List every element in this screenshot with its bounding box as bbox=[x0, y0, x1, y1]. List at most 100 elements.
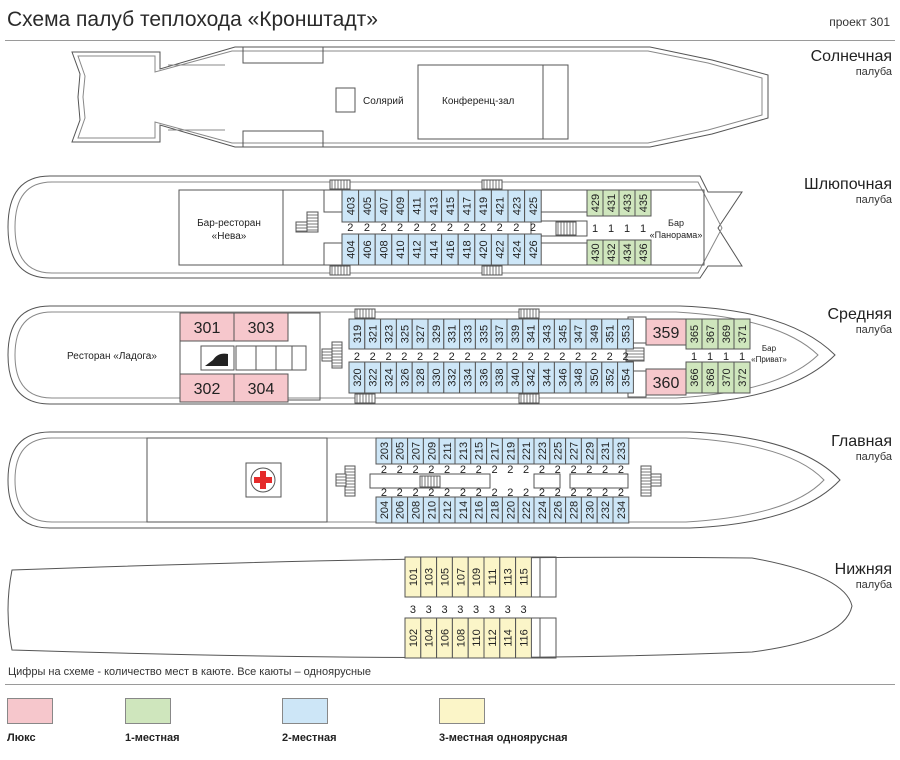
cabin-406[interactable]: 406 bbox=[358, 233, 376, 266]
cabin-372[interactable]: 372 bbox=[733, 361, 751, 394]
cabin-203[interactable]: 203 bbox=[375, 437, 393, 465]
cabin-419[interactable]: 419 bbox=[474, 189, 492, 223]
cabin-107[interactable]: 107 bbox=[451, 556, 469, 598]
cabin-410[interactable]: 410 bbox=[391, 233, 409, 266]
cabin-332[interactable]: 332 bbox=[443, 361, 461, 394]
cabin-411[interactable]: 411 bbox=[407, 189, 426, 223]
cabin-220[interactable]: 220 bbox=[501, 496, 519, 524]
cabin-407[interactable]: 407 bbox=[374, 189, 393, 223]
cabin-405[interactable]: 405 bbox=[358, 189, 376, 223]
cabin-226[interactable]: 226 bbox=[549, 496, 567, 524]
cabin-205[interactable]: 205 bbox=[391, 437, 409, 465]
cabin-325[interactable]: 325 bbox=[395, 318, 413, 350]
cabin-418[interactable]: 418 bbox=[457, 233, 476, 266]
cabin-360[interactable]: 360 bbox=[645, 368, 687, 396]
cabin-322[interactable]: 322 bbox=[364, 361, 382, 394]
cabin-367[interactable]: 367 bbox=[701, 318, 719, 350]
cabin-113[interactable]: 113 bbox=[499, 556, 517, 598]
cabin-434[interactable]: 434 bbox=[618, 239, 636, 266]
cabin-338[interactable]: 338 bbox=[490, 361, 508, 394]
cabin-421[interactable]: 421 bbox=[490, 189, 509, 223]
cabin-106[interactable]: 106 bbox=[436, 617, 453, 659]
cabin-337[interactable]: 337 bbox=[490, 318, 508, 350]
cabin-216[interactable]: 216 bbox=[470, 496, 488, 524]
cabin-350[interactable]: 350 bbox=[585, 361, 603, 394]
cabin-354[interactable]: 354 bbox=[617, 361, 634, 394]
cabin-343[interactable]: 343 bbox=[538, 318, 555, 350]
cabin-230[interactable]: 230 bbox=[580, 496, 598, 524]
cabin-302[interactable]: 302 bbox=[179, 373, 235, 403]
cabin-326[interactable]: 326 bbox=[395, 361, 413, 394]
cabin-224[interactable]: 224 bbox=[533, 496, 551, 524]
cabin-321[interactable]: 321 bbox=[364, 318, 382, 350]
cabin-219[interactable]: 219 bbox=[501, 437, 519, 465]
cabin-225[interactable]: 225 bbox=[549, 437, 567, 465]
cabin-231[interactable]: 231 bbox=[596, 437, 614, 465]
cabin-414[interactable]: 414 bbox=[424, 233, 443, 266]
cabin-114[interactable]: 114 bbox=[499, 617, 517, 659]
cabin-339[interactable]: 339 bbox=[506, 318, 524, 350]
cabin-228[interactable]: 228 bbox=[565, 496, 582, 524]
cabin-319[interactable]: 319 bbox=[348, 318, 366, 350]
cabin-204[interactable]: 204 bbox=[375, 496, 393, 524]
cabin-206[interactable]: 206 bbox=[391, 496, 409, 524]
cabin-435[interactable]: 435 bbox=[634, 189, 652, 217]
cabin-404[interactable]: 404 bbox=[341, 233, 360, 266]
cabin-342[interactable]: 342 bbox=[522, 361, 540, 394]
cabin-334[interactable]: 334 bbox=[459, 361, 476, 394]
cabin-105[interactable]: 105 bbox=[436, 556, 453, 598]
cabin-366[interactable]: 366 bbox=[685, 361, 703, 394]
cabin-349[interactable]: 349 bbox=[585, 318, 603, 350]
cabin-370[interactable]: 370 bbox=[717, 361, 735, 394]
cabin-430[interactable]: 430 bbox=[586, 239, 604, 266]
cabin-223[interactable]: 223 bbox=[533, 437, 551, 465]
cabin-423[interactable]: 423 bbox=[507, 189, 526, 223]
cabin-420[interactable]: 420 bbox=[474, 233, 492, 266]
cabin-115[interactable]: 115 bbox=[515, 556, 532, 598]
cabin-348[interactable]: 348 bbox=[569, 361, 587, 394]
cabin-211[interactable]: 211 bbox=[438, 437, 456, 465]
cabin-116[interactable]: 116 bbox=[515, 617, 532, 659]
cabin-335[interactable]: 335 bbox=[474, 318, 492, 350]
cabin-346[interactable]: 346 bbox=[553, 361, 571, 394]
cabin-104[interactable]: 104 bbox=[420, 617, 438, 659]
cabin-304[interactable]: 304 bbox=[233, 373, 289, 403]
cabin-408[interactable]: 408 bbox=[374, 233, 393, 266]
cabin-412[interactable]: 412 bbox=[407, 233, 426, 266]
cabin-232[interactable]: 232 bbox=[596, 496, 614, 524]
cabin-215[interactable]: 215 bbox=[470, 437, 488, 465]
cabin-359[interactable]: 359 bbox=[645, 318, 687, 346]
cabin-433[interactable]: 433 bbox=[618, 189, 636, 217]
cabin-368[interactable]: 368 bbox=[701, 361, 719, 394]
cabin-351[interactable]: 351 bbox=[601, 318, 619, 350]
cabin-336[interactable]: 336 bbox=[474, 361, 492, 394]
cabin-217[interactable]: 217 bbox=[486, 437, 503, 465]
cabin-103[interactable]: 103 bbox=[420, 556, 438, 598]
cabin-352[interactable]: 352 bbox=[601, 361, 619, 394]
cabin-324[interactable]: 324 bbox=[380, 361, 397, 394]
cabin-327[interactable]: 327 bbox=[411, 318, 429, 350]
cabin-212[interactable]: 212 bbox=[438, 496, 456, 524]
cabin-328[interactable]: 328 bbox=[411, 361, 429, 394]
cabin-353[interactable]: 353 bbox=[617, 318, 634, 350]
cabin-227[interactable]: 227 bbox=[565, 437, 582, 465]
cabin-417[interactable]: 417 bbox=[457, 189, 476, 223]
cabin-229[interactable]: 229 bbox=[580, 437, 598, 465]
cabin-369[interactable]: 369 bbox=[717, 318, 735, 350]
cabin-320[interactable]: 320 bbox=[348, 361, 366, 394]
cabin-218[interactable]: 218 bbox=[486, 496, 503, 524]
cabin-303[interactable]: 303 bbox=[233, 312, 289, 342]
cabin-409[interactable]: 409 bbox=[391, 189, 409, 223]
cabin-341[interactable]: 341 bbox=[522, 318, 540, 350]
cabin-371[interactable]: 371 bbox=[733, 318, 751, 350]
cabin-221[interactable]: 221 bbox=[517, 437, 535, 465]
cabin-345[interactable]: 345 bbox=[553, 318, 571, 350]
cabin-213[interactable]: 213 bbox=[454, 437, 472, 465]
cabin-413[interactable]: 413 bbox=[424, 189, 443, 223]
cabin-344[interactable]: 344 bbox=[538, 361, 555, 394]
cabin-426[interactable]: 426 bbox=[524, 233, 542, 266]
cabin-403[interactable]: 403 bbox=[341, 189, 360, 223]
cabin-214[interactable]: 214 bbox=[454, 496, 472, 524]
cabin-365[interactable]: 365 bbox=[685, 318, 703, 350]
cabin-210[interactable]: 210 bbox=[422, 496, 440, 524]
